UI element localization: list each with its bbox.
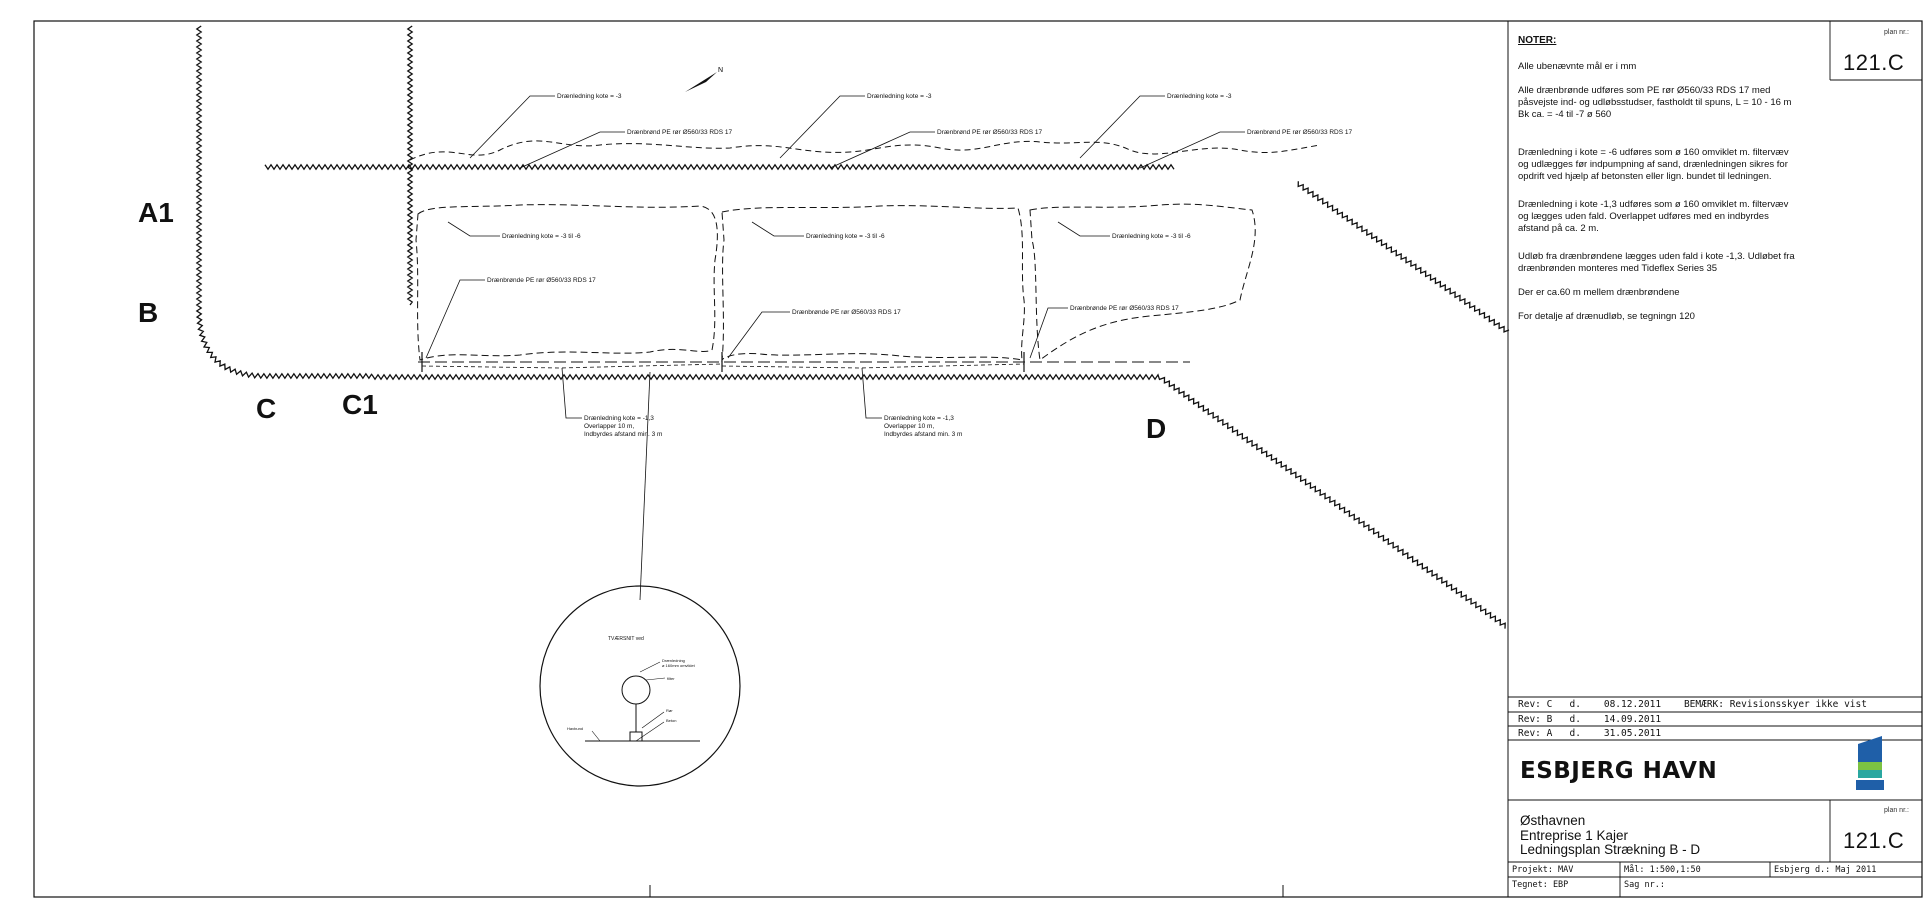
bay-2	[721, 205, 1025, 362]
detail-title: TVÆRSNIT ved	[608, 636, 644, 642]
callout-mid-level-3: Drænledning kote = -3 til -6	[1112, 233, 1191, 240]
bay-3	[1029, 203, 1256, 361]
detail-label-seabed: Havbund	[567, 726, 583, 731]
title-line-2: Entreprise 1 Kajer	[1520, 828, 1629, 843]
note-item: Drænledning i kote -1,3 udføres som ø 16…	[1518, 199, 1789, 234]
title-line-3: Ledningsplan Strækning B - D	[1520, 842, 1701, 857]
plan-no-label-bottom: plan nr.:	[1884, 807, 1909, 814]
note-item: Udløb fra drænbrøndene lægges uden fald …	[1518, 251, 1795, 274]
zone-label-d: D	[1146, 413, 1166, 444]
callout-bottom-1-line-2: Overlapper 10 m,	[584, 423, 634, 430]
note-item: Alle drænbrønde udføres som PE rør Ø560/…	[1518, 85, 1792, 120]
plan-no-label-top: plan nr.:	[1884, 29, 1909, 36]
callout-mid-pipe-3: Drænbrønde PE rør Ø560/33 RDS 17	[1070, 305, 1179, 312]
callout-bottom-2-line-1: Drænledning kote = -1,3	[884, 415, 954, 422]
callout-mid-pipe-2: Drænbrønde PE rør Ø560/33 RDS 17	[792, 309, 901, 316]
zone-label-b: B	[138, 297, 158, 328]
callout-top-pipe-1: Drænbrønd PE rør Ø560/33 RDS 17	[627, 129, 733, 136]
note-item: Drænledning i kote = -6 udføres som ø 16…	[1518, 147, 1789, 182]
leader-lines	[425, 95, 1245, 601]
detail-label-pipe: Rør	[666, 708, 673, 713]
plan-no-top: 121.C	[1843, 50, 1905, 75]
detail-label-drain: Drænledning	[662, 658, 685, 663]
callout-top-pipe-3: Drænbrønd PE rør Ø560/33 RDS 17	[1247, 129, 1353, 136]
company-name: ESBJERG HAVN	[1520, 758, 1718, 784]
zone-label-c: C	[256, 393, 276, 424]
plan-no-bottom: 121.C	[1843, 828, 1905, 853]
callout-mid-level-1: Drænledning kote = -3 til -6	[502, 233, 581, 240]
notes-heading: NOTER:	[1518, 35, 1557, 46]
footer-case-no: Sag nr.:	[1624, 880, 1665, 890]
detail-label-filter: filter	[667, 676, 675, 681]
note-item: Alle ubenævnte mål er i mm	[1518, 61, 1637, 72]
callout-mid-level-2: Drænledning kote = -3 til -6	[806, 233, 885, 240]
detail-drawing	[585, 661, 700, 742]
sheet-pile-quay-line	[371, 373, 1506, 629]
revision-row: Rev: C d. 08.12.2011 BEMÆRK: Revisionssk…	[1518, 699, 1867, 710]
title-block-frame	[1507, 20, 1923, 898]
callout-top-pipe-2: Drænbrønd PE rør Ø560/33 RDS 17	[937, 129, 1043, 136]
callout-top-level-1: Drænledning kote = -3	[557, 93, 622, 100]
sheet-pile-top-row	[264, 163, 1175, 171]
footer-drawn-by: Tegnet: EBP	[1512, 880, 1569, 890]
svg-text:N: N	[718, 67, 723, 74]
top-drain-lines	[409, 140, 1321, 161]
revision-row: Rev: A d. 31.05.2011	[1518, 728, 1662, 739]
detail-label-concrete: Beton	[666, 718, 676, 723]
sheet-pile-diagonal	[1297, 181, 1510, 333]
callout-bottom-1-line-3: Indbyrdes afstand min. 3 m	[584, 431, 662, 438]
callout-bottom-2-line-2: Overlapper 10 m,	[884, 423, 934, 430]
note-item: For detalje af drænudløb, se tegningn 12…	[1518, 311, 1695, 322]
callout-bottom-2-line-3: Indbyrdes afstand min. 3 m	[884, 431, 962, 438]
callout-top-level-3: Drænledning kote = -3	[1167, 93, 1232, 100]
drain-bays	[415, 203, 1256, 362]
esbjerg-havn-logo-icon	[1856, 736, 1884, 790]
callout-bottom-1-line-1: Drænledning kote = -1,3	[584, 415, 654, 422]
title-line-1: Østhavnen	[1520, 813, 1586, 828]
zone-label-c1: C1	[342, 389, 378, 420]
bay-1	[415, 204, 718, 361]
overlap-lines	[421, 363, 1025, 369]
detail-label-wrapped: ø 160mm omviklet	[662, 663, 696, 668]
footer-project: Projekt: MAV	[1512, 865, 1574, 875]
callout-top-level-2: Drænledning kote = -3	[867, 93, 932, 100]
note-item: Der er ca.60 m mellem drænbrøndene	[1518, 287, 1680, 298]
notes-panel: NOTER: Alle ubenævnte mål er i mm Alle d…	[1518, 35, 1798, 335]
north-arrow-icon	[685, 72, 717, 92]
callout-mid-pipe-1: Drænbrønde PE rør Ø560/33 RDS 17	[487, 277, 596, 284]
sheet-pile-left	[195, 25, 373, 380]
revision-row: Rev: B d. 14.09.2011	[1518, 714, 1662, 725]
zone-label-a1: A1	[138, 197, 174, 228]
title-block-grid	[1508, 21, 1922, 897]
detail-circle	[539, 585, 741, 787]
footer-scale: Mål: 1:500,1:50	[1624, 865, 1701, 875]
drain-wells	[421, 352, 1025, 372]
footer-place-date: Esbjerg d.: Maj 2011	[1774, 865, 1877, 875]
